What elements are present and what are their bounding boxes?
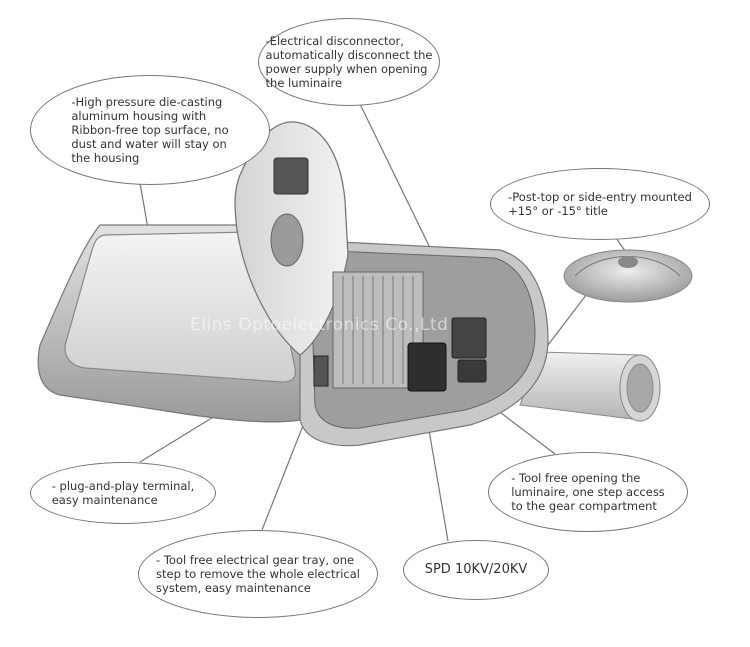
- callout-mounting-text: -Post-top or side-entry mounted +15° or …: [508, 190, 692, 218]
- callout-terminal-text: - plug-and-play terminal, easy maintenan…: [51, 479, 195, 507]
- callout-spd-text: SPD 10KV/20KV: [424, 562, 528, 577]
- gear-lid: [234, 121, 349, 356]
- callout-housing: -High pressure die-casting aluminum hous…: [30, 75, 270, 185]
- watermark: Elins Optoelectronics Co.,Ltd: [190, 315, 448, 335]
- callout-spd: SPD 10KV/20KV: [403, 540, 549, 600]
- callout-gear-tray: - Tool free electrical gear tray, one st…: [138, 530, 378, 618]
- callout-tool-free-opening: - Tool free opening the luminaire, one s…: [488, 452, 688, 532]
- mounting-detail-inset: [563, 249, 693, 303]
- gear-tray: [313, 271, 487, 392]
- mounting-pipe: [519, 351, 661, 422]
- callout-disconnector: -Electrical disconnector, automatically …: [258, 18, 440, 106]
- callout-terminal: - plug-and-play terminal, easy maintenan…: [30, 462, 216, 524]
- callout-disconnector-text: -Electrical disconnector, automatically …: [265, 34, 433, 90]
- callout-gear-tray-text: - Tool free electrical gear tray, one st…: [156, 553, 360, 595]
- callout-tool-free-opening-text: - Tool free opening the luminaire, one s…: [511, 471, 665, 513]
- callout-housing-text: -High pressure die-casting aluminum hous…: [71, 95, 229, 165]
- callout-mounting: -Post-top or side-entry mounted +15° or …: [490, 168, 710, 240]
